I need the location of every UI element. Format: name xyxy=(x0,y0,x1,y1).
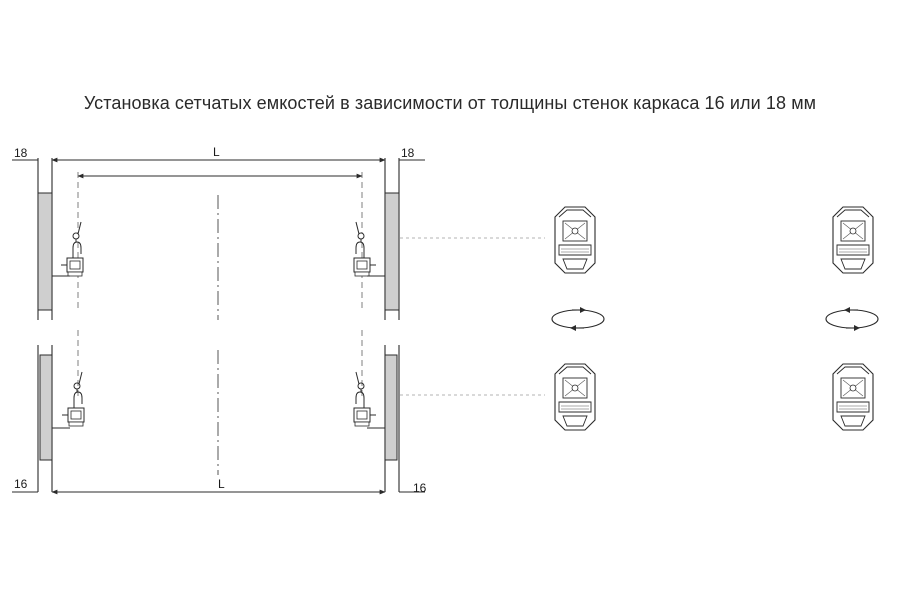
top-length-label: L xyxy=(213,145,220,159)
right-wall-panel-18 xyxy=(384,158,400,320)
bottom-length-label: L xyxy=(218,477,225,491)
bottom-left-thickness: 16 xyxy=(14,477,28,491)
left-wall-panel-16 xyxy=(37,345,53,492)
hanger-bottom-right xyxy=(353,371,377,427)
bottom-assembly: 16 16 L xyxy=(12,330,427,495)
rotate-arrow-right xyxy=(825,306,879,332)
bottom-right-thickness: 16 xyxy=(413,481,427,495)
rotate-arrow-left xyxy=(551,306,605,332)
hanger-top-left xyxy=(60,221,84,277)
clip-detail-left-top xyxy=(554,206,596,274)
clip-detail-left-bottom xyxy=(554,363,596,431)
top-left-thickness: 18 xyxy=(14,146,28,160)
clip-detail-right-top xyxy=(832,206,874,274)
right-wall-panel-16 xyxy=(384,345,400,492)
hanger-top-right xyxy=(353,221,377,277)
left-wall-panel-18 xyxy=(37,158,53,320)
hanger-bottom-left xyxy=(61,371,85,427)
top-right-thickness: 18 xyxy=(401,146,415,160)
top-assembly: 18 18 L xyxy=(12,145,425,320)
clip-detail-right-bottom xyxy=(832,363,874,431)
diagram-title: Установка сетчатых емкостей в зависимост… xyxy=(83,93,817,113)
